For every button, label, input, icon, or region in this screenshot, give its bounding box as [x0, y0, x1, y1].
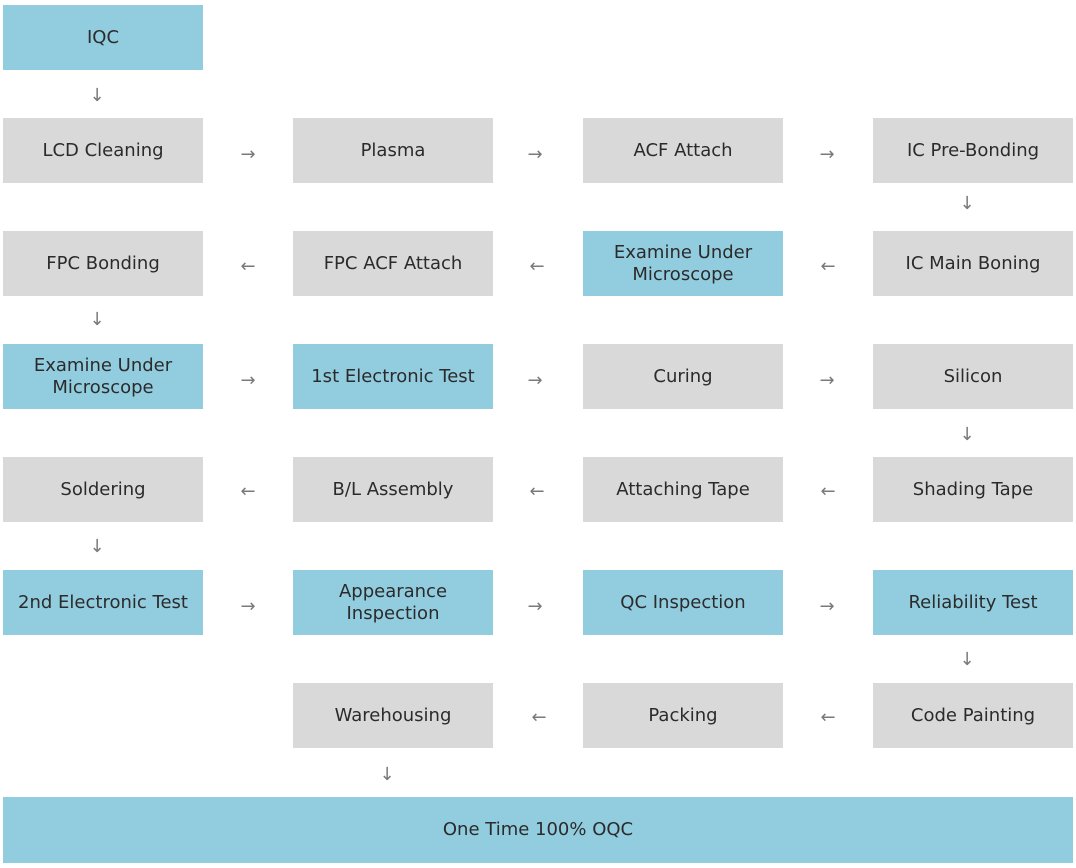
- arrow-right-icon: →: [527, 370, 543, 391]
- arrow-right-icon: →: [240, 144, 256, 165]
- step-first-electronic-test: 1st Electronic Test: [293, 344, 493, 409]
- arrow-right-icon: →: [819, 596, 835, 617]
- arrow-down-icon: ↓: [379, 764, 395, 785]
- arrow-down-icon: ↓: [959, 193, 975, 214]
- step-silicon: Silicon: [873, 344, 1073, 409]
- arrow-down-icon: ↓: [89, 536, 105, 557]
- step-bl-assembly: B/L Assembly: [293, 457, 493, 522]
- step-ic-main-boning: IC Main Boning: [873, 231, 1073, 296]
- step-packing: Packing: [583, 683, 783, 748]
- step-acf-attach: ACF Attach: [583, 118, 783, 183]
- arrow-left-icon: ←: [529, 481, 545, 502]
- step-oqc: One Time 100% OQC: [3, 797, 1073, 863]
- step-code-painting: Code Painting: [873, 683, 1073, 748]
- arrow-right-icon: →: [819, 144, 835, 165]
- step-examine-under-microscope-1: Examine Under Microscope: [583, 231, 783, 296]
- arrow-left-icon: ←: [820, 256, 836, 277]
- step-ic-pre-bonding: IC Pre-Bonding: [873, 118, 1073, 183]
- arrow-down-icon: ↓: [89, 309, 105, 330]
- step-qc-inspection: QC Inspection: [583, 570, 783, 635]
- step-soldering: Soldering: [3, 457, 203, 522]
- arrow-down-icon: ↓: [959, 424, 975, 445]
- step-lcd-cleaning: LCD Cleaning: [3, 118, 203, 183]
- arrow-right-icon: →: [240, 596, 256, 617]
- step-fpc-acf-attach: FPC ACF Attach: [293, 231, 493, 296]
- arrow-left-icon: ←: [820, 707, 836, 728]
- step-iqc: IQC: [3, 5, 203, 70]
- arrow-right-icon: →: [240, 370, 256, 391]
- arrow-left-icon: ←: [531, 707, 547, 728]
- step-examine-under-microscope-2: Examine Under Microscope: [3, 344, 203, 409]
- step-appearance-inspection: Appearance Inspection: [293, 570, 493, 635]
- step-second-electronic-test: 2nd Electronic Test: [3, 570, 203, 635]
- step-curing: Curing: [583, 344, 783, 409]
- arrow-left-icon: ←: [240, 256, 256, 277]
- arrow-right-icon: →: [527, 596, 543, 617]
- arrow-down-icon: ↓: [89, 85, 105, 106]
- step-shading-tape: Shading Tape: [873, 457, 1073, 522]
- step-attaching-tape: Attaching Tape: [583, 457, 783, 522]
- step-warehousing: Warehousing: [293, 683, 493, 748]
- arrow-down-icon: ↓: [959, 649, 975, 670]
- step-plasma: Plasma: [293, 118, 493, 183]
- arrow-left-icon: ←: [820, 481, 836, 502]
- step-fpc-bonding: FPC Bonding: [3, 231, 203, 296]
- step-reliability-test: Reliability Test: [873, 570, 1073, 635]
- arrow-right-icon: →: [527, 144, 543, 165]
- arrow-left-icon: ←: [240, 481, 256, 502]
- arrow-right-icon: →: [819, 370, 835, 391]
- arrow-left-icon: ←: [529, 256, 545, 277]
